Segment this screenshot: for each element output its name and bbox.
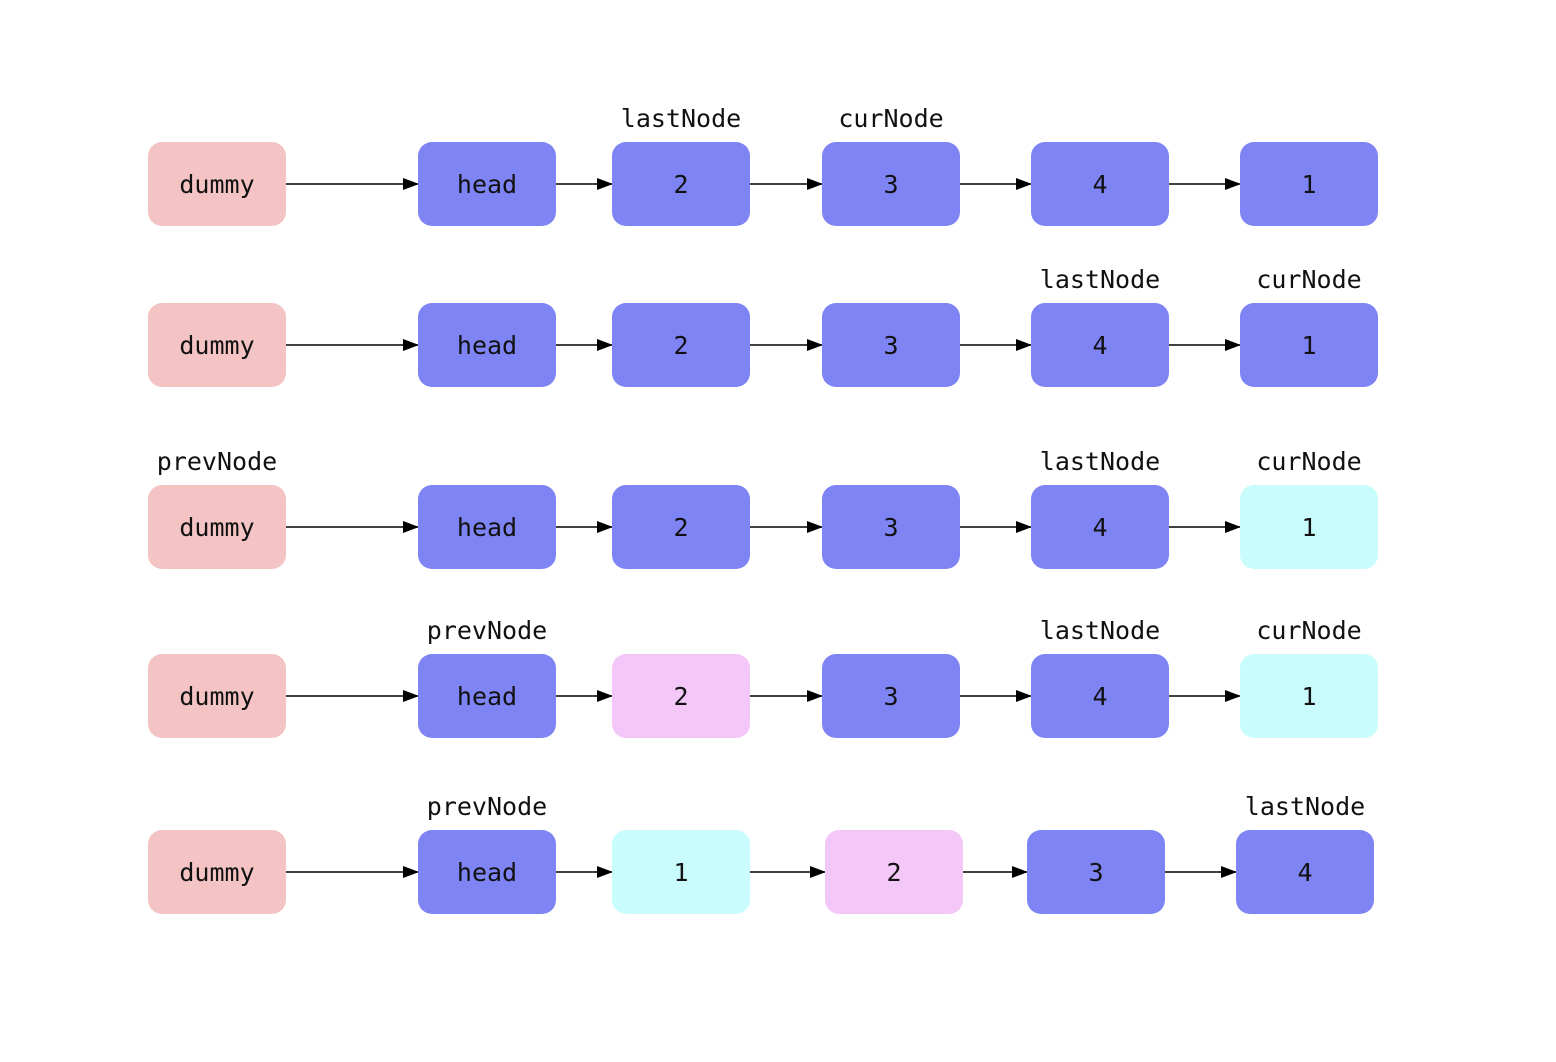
list-node: 2 bbox=[612, 654, 750, 738]
list-node: 1 bbox=[1240, 303, 1378, 387]
list-node: head bbox=[418, 830, 556, 914]
list-node: 3 bbox=[822, 303, 960, 387]
list-node: 1 bbox=[1240, 485, 1378, 569]
list-node: 2 bbox=[825, 830, 963, 914]
list-node: 3 bbox=[822, 654, 960, 738]
list-node: 1 bbox=[1240, 654, 1378, 738]
pointer-label: lastNode bbox=[1039, 616, 1161, 645]
list-node: 1 bbox=[612, 830, 750, 914]
list-node: 4 bbox=[1031, 303, 1169, 387]
dummy-node: dummy bbox=[148, 142, 286, 226]
pointer-label: prevNode bbox=[156, 447, 278, 476]
list-node: 4 bbox=[1031, 654, 1169, 738]
pointer-label: lastNode bbox=[1039, 265, 1161, 294]
dummy-node: dummy bbox=[148, 485, 286, 569]
list-node: 1 bbox=[1240, 142, 1378, 226]
list-node: 4 bbox=[1031, 142, 1169, 226]
list-node: head bbox=[418, 485, 556, 569]
pointer-label: lastNode bbox=[1244, 792, 1366, 821]
list-node: 2 bbox=[612, 485, 750, 569]
list-node: 4 bbox=[1236, 830, 1374, 914]
pointer-label: lastNode bbox=[1039, 447, 1161, 476]
dummy-node: dummy bbox=[148, 654, 286, 738]
list-node: head bbox=[418, 142, 556, 226]
list-node: 2 bbox=[612, 303, 750, 387]
pointer-label: curNode bbox=[1256, 265, 1362, 294]
list-node: 3 bbox=[1027, 830, 1165, 914]
pointer-label: curNode bbox=[1256, 616, 1362, 645]
pointer-label: lastNode bbox=[620, 104, 742, 133]
dummy-node: dummy bbox=[148, 830, 286, 914]
pointer-label: prevNode bbox=[426, 616, 548, 645]
list-node: head bbox=[418, 654, 556, 738]
list-node: 4 bbox=[1031, 485, 1169, 569]
list-node: head bbox=[418, 303, 556, 387]
pointer-label: prevNode bbox=[426, 792, 548, 821]
pointer-label: curNode bbox=[1256, 447, 1362, 476]
list-node: 3 bbox=[822, 142, 960, 226]
list-node: 3 bbox=[822, 485, 960, 569]
dummy-node: dummy bbox=[148, 303, 286, 387]
pointer-label: curNode bbox=[838, 104, 944, 133]
list-node: 2 bbox=[612, 142, 750, 226]
